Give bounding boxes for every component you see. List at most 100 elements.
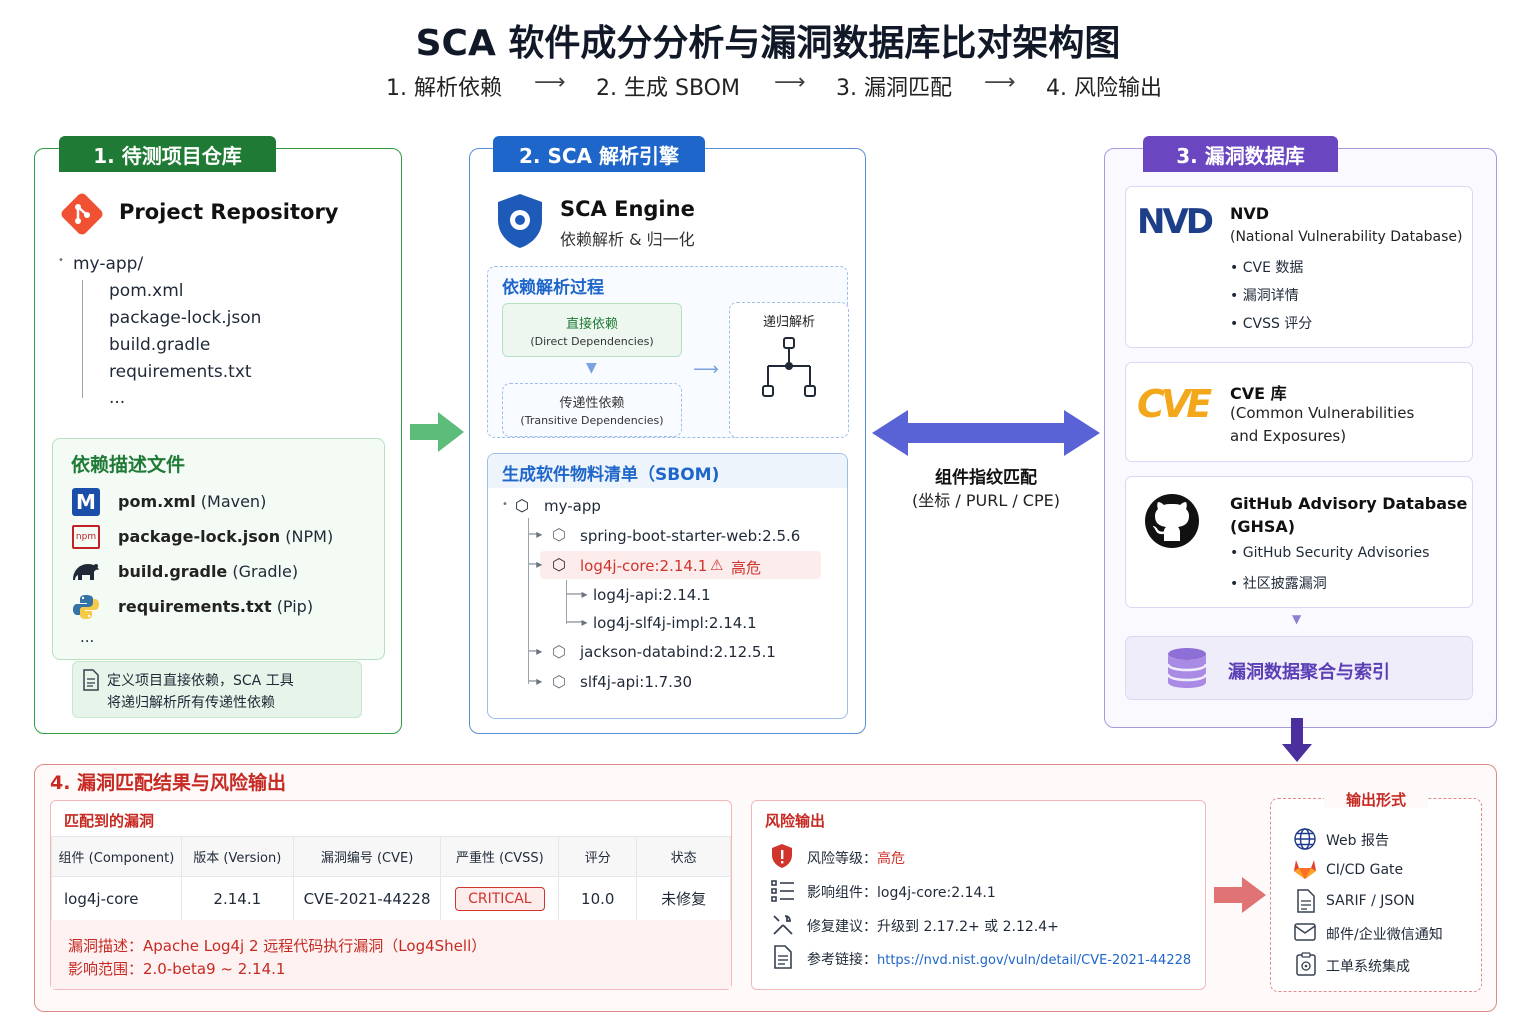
cve-title: CVE 库 [1230,384,1287,403]
repo-file: requirements.txt [109,362,252,382]
sbom-header [488,454,847,488]
tree-connector: ──▸ [567,615,588,629]
tree-connector: ─▸ [529,674,543,688]
ghsa-title-1: GitHub Advisory Database [1230,494,1468,513]
repository-note [72,661,362,718]
tree-bullet-icon: • [502,499,508,510]
direct-dependencies-label: 直接依赖 [565,317,618,332]
dependency-file-gradle: build.gradle (Gradle) [118,562,299,581]
globe-icon [1294,828,1316,854]
mail-icon [1294,923,1316,945]
repository-note-line-1: 定义项目直接依赖，SCA 工具 [107,673,294,689]
nvd-bullet: • CVE 数据 [1230,260,1304,276]
table-cell-component: log4j-core [51,876,182,921]
flow-arrow-icon: ⟶ [984,70,1016,95]
cve-subtitle-1: (Common Vulnerabilities [1230,404,1415,422]
git-icon [58,190,106,242]
page-title: SCA 软件成分分析与漏洞数据库比对架构图 [415,23,1121,64]
critical-badge: CRITICAL [455,886,545,911]
flow-step-1: 1. 解析依赖 [386,76,502,101]
vuln-desc-bg [51,920,731,989]
transitive-dependencies-label: 传递性依赖 [559,396,625,411]
repo-file: package-lock.json [109,308,262,328]
vuln-scope: 影响范围：2.0-beta9 ~ 2.14.1 [68,960,286,978]
ghsa-bullet: • GitHub Security Advisories [1230,545,1430,561]
table-header: 评分 [558,836,638,877]
risk-level-value: 高危 [877,851,905,867]
wrench-icon [771,913,795,941]
direct-dependencies-en: (Direct Dependencies) [530,335,654,348]
panel-1-tab: 1. 待测项目仓库 [59,136,276,172]
list-icon [771,880,795,906]
transitive-dependencies-box: 传递性依赖 (Transitive Dependencies) [502,383,682,437]
sbom-item-vulnerable: log4j-core:2.14.1 [580,557,708,575]
output-sarif-json: SARIF / JSON [1326,893,1415,909]
nvd-subtitle: (National Vulnerability Database) [1230,229,1463,245]
package-icon: ⬡ [515,496,529,515]
sbom-item: slf4j-api:1.7.30 [580,673,693,691]
panel-3-tab: 3. 漏洞数据库 [1143,136,1338,172]
gradle-icon [70,558,102,588]
engine-title: SCA Engine [560,197,695,221]
tree-connector: ─▸ [529,644,543,658]
shield-icon [494,192,546,254]
repository-note-line-2: 将递归解析所有传递性依赖 [107,695,275,711]
cve-subtitle-2: and Exposures) [1230,427,1347,445]
reference-link[interactable]: https://nvd.nist.gov/vuln/detail/CVE-202… [877,953,1192,968]
engine-subtitle: 依赖解析 & 归一化 [560,230,695,249]
arrow-down-purple-icon [1281,716,1313,768]
maven-icon: M [72,488,100,516]
table-cell-status: 未修复 [636,876,731,921]
flow-step-2: 2. 生成 SBOM [596,76,740,101]
dependency-graph-icon [760,336,818,404]
sbom-subtree-line [566,580,567,624]
dependency-files-box [52,438,385,660]
sbom-item-highlight [540,551,821,579]
dependency-file-pip: requirements.txt (Pip) [118,597,314,616]
arrow-right-red-icon [1212,875,1268,919]
sbom-item: log4j-api:2.14.1 [593,586,711,604]
repo-file: pom.xml [109,281,184,301]
transitive-dependencies-en: (Transitive Dependencies) [520,414,664,427]
table-cell-version: 2.14.1 [180,876,294,921]
risk-output-title: 风险输出 [765,812,826,830]
output-forms-box [1270,798,1482,992]
arrow-right-icon: ⟶ [693,359,719,380]
output-cicd-gate: CI/CD Gate [1326,862,1404,878]
direct-dependencies-box: 直接依赖 (Direct Dependencies) [502,303,682,357]
sbom-tree-line [528,518,529,684]
database-icon [1166,646,1208,694]
recursive-resolution-label: 递归解析 [762,315,815,330]
package-icon: ⬡ [552,672,566,691]
panel-2-tab: 2. SCA 解析引擎 [493,136,705,172]
tree-connector: ─▸ [529,527,543,541]
sbom-box [487,453,848,719]
ghsa-bullet: • 社区披露漏洞 [1230,576,1327,592]
package-icon: ⬡ [552,525,566,544]
tree-bullet-icon: • [58,255,64,266]
arrow-down-icon: ▼ [1292,612,1302,626]
resolution-process-title: 依赖解析过程 [502,278,604,298]
tree-line [82,280,83,398]
flow-step-3: 3. 漏洞匹配 [836,76,952,101]
output-forms-title: 输出形式 [1345,791,1406,809]
matched-vulns-title: 匹配到的漏洞 [64,812,155,830]
flow-arrow-icon: ⟶ [774,70,806,95]
output-mail-notify: 邮件/企业微信通知 [1326,927,1443,943]
repo-file-more: ... [109,388,126,408]
dependency-files-more: ... [80,628,95,646]
flow-step-4: 4. 风险输出 [1046,76,1162,101]
sbom-root: my-app [544,497,601,515]
npm-icon: npm [72,525,100,549]
repo-file: build.gradle [109,335,211,355]
dependency-file-npm: package-lock.json (NPM) [118,527,334,546]
reference-row: 参考链接：https://nvd.nist.gov/vuln/detail/CV… [807,952,1192,968]
nvd-card [1125,186,1473,348]
affected-component-row: 影响组件：log4j-core:2.14.1 [807,885,996,901]
table-header: 严重性 (CVSS) [440,836,560,877]
sbom-title: 生成软件物料清单（SBOM) [502,465,720,485]
table-header: 组件 (Component) [51,836,182,877]
fingerprint-matching-label: 组件指纹匹配 [935,468,1037,488]
table-header: 版本 (Version) [180,836,294,877]
fix-suggestion-row: 修复建议：升级到 2.17.2+ 或 2.12.4+ [807,919,1059,935]
